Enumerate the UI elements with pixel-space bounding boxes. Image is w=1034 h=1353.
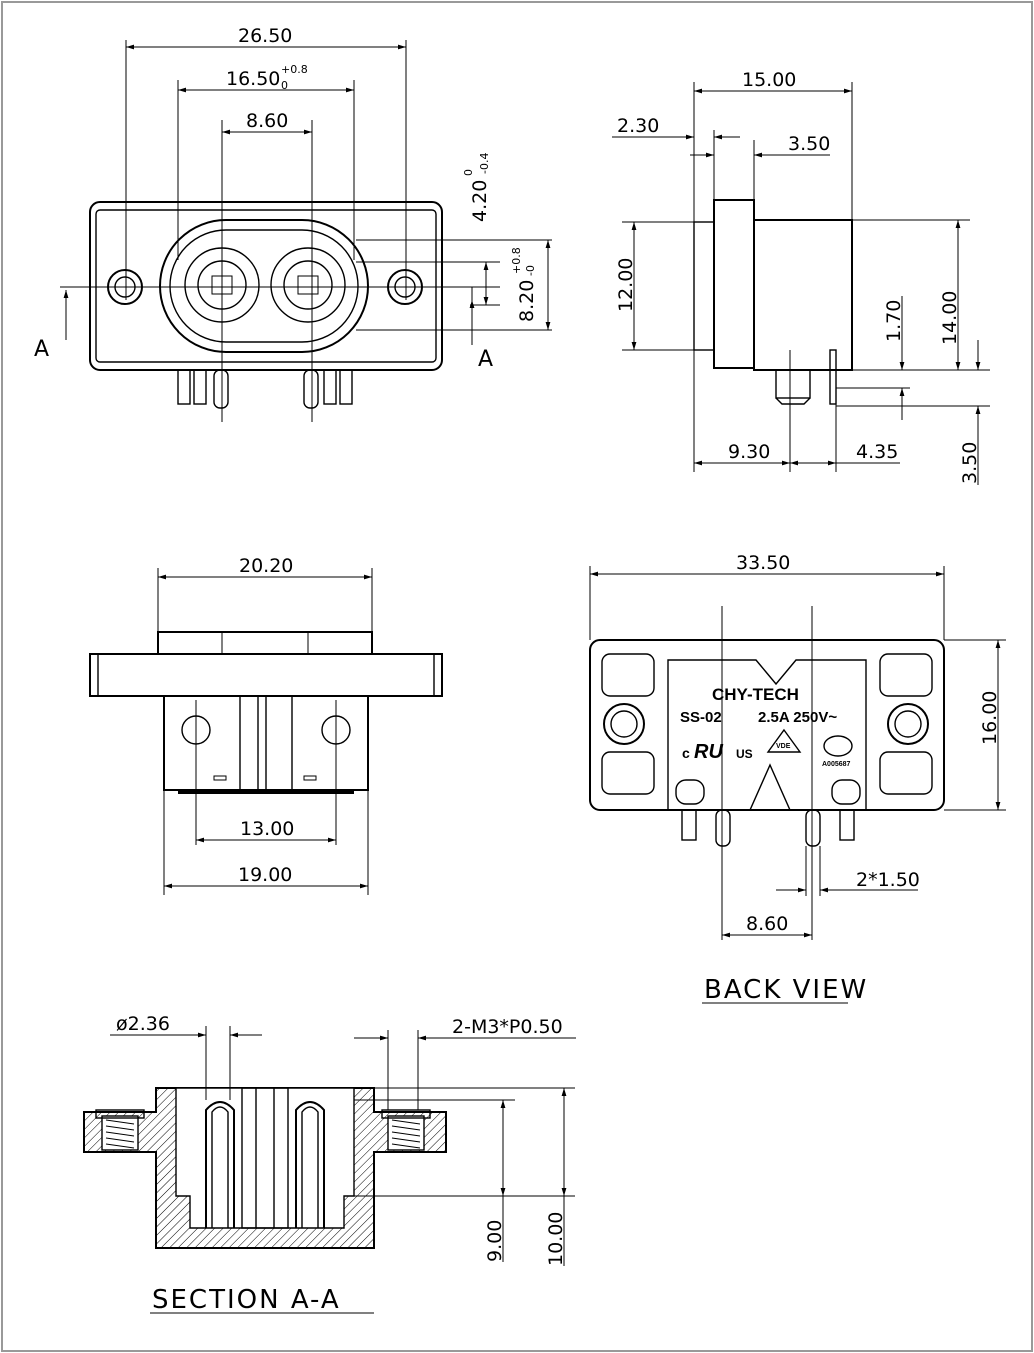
ul-c-mark: c [682, 745, 690, 761]
dim-back-16-00: 16.00 [979, 691, 1001, 745]
bottom-view: 20.20 13.00 19.00 [89, 555, 443, 895]
dim-side-4-35: 4.35 [856, 441, 898, 463]
section-view-title: SECTION A-A [152, 1285, 341, 1315]
dim-front-8-20-tol-sub: -0 [524, 265, 537, 276]
brand-marking: CHY-TECH [712, 685, 799, 704]
dim-bottom-20-20: 20.20 [239, 555, 293, 577]
ccc-number: A005687 [822, 761, 851, 768]
ul-us-mark: US [736, 747, 753, 761]
dim-front-16-50-tol-sub: 0 [281, 79, 288, 92]
ccc-icon [823, 735, 853, 757]
dim-section-10-00: 10.00 [545, 1212, 567, 1266]
dim-side-2-30: 2.30 [617, 115, 659, 137]
dim-front-16-50: 16.50 [226, 68, 280, 90]
dim-side-15-00: 15.00 [742, 69, 796, 91]
dim-front-16-50-tol-sup: +0.8 [281, 63, 308, 76]
dim-side-9-30: 9.30 [728, 441, 770, 463]
dim-side-1-70: 1.70 [883, 300, 905, 342]
dim-front-4-20-tol-sup: 0 [462, 169, 475, 176]
dim-back-pin-width: 2*1.50 [856, 869, 920, 891]
section-mark-left: A [34, 337, 51, 362]
model-marking: SS-02 [680, 709, 722, 726]
dim-front-8-20-tol-sup: +0.8 [510, 247, 523, 274]
dim-front-4-20-tol-sub: -0.4 [478, 153, 491, 174]
ul-logo: RU [694, 741, 723, 763]
dim-section-dia: ø2.36 [116, 1013, 170, 1035]
dim-side-12-00: 12.00 [615, 258, 637, 312]
back-view-title: BACK VIEW [704, 975, 868, 1005]
dim-front-8-20: 8.20 [516, 280, 538, 322]
dim-back-33-50: 33.50 [736, 552, 790, 574]
vde-mark: VDE [776, 743, 791, 750]
section-view: ø2.36 2-M3*P0.50 9.00 10.00 SECTION A-A [83, 1013, 576, 1315]
dim-back-8-60: 8.60 [746, 913, 788, 935]
dim-bottom-13-00: 13.00 [240, 818, 294, 840]
dim-front-4-20: 4.20 [469, 180, 491, 222]
dim-side-14-00: 14.00 [939, 291, 961, 345]
rating-marking: 2.5A 250V~ [758, 709, 837, 726]
dim-section-9-00: 9.00 [484, 1220, 506, 1262]
dim-bottom-19-00: 19.00 [238, 864, 292, 886]
side-view: 15.00 2.30 3.50 12.00 14.00 1.70 3.50 9.… [612, 69, 990, 485]
dim-side-3-50-top: 3.50 [788, 133, 830, 155]
front-view: 26.50 16.50 +0.8 0 8.60 4.20 0 -0.4 8.20… [34, 25, 552, 422]
dim-side-3-50-right: 3.50 [959, 442, 981, 484]
section-mark-right: A [478, 347, 495, 372]
back-view: CHY-TECH SS-02 2.5A 250V~ c RU US VDE A0… [589, 552, 1006, 1005]
dim-section-thread: 2-M3*P0.50 [452, 1016, 563, 1038]
dim-front-8-60: 8.60 [246, 110, 288, 132]
dim-front-26-50: 26.50 [238, 25, 292, 47]
vde-triangle-icon [766, 728, 802, 753]
